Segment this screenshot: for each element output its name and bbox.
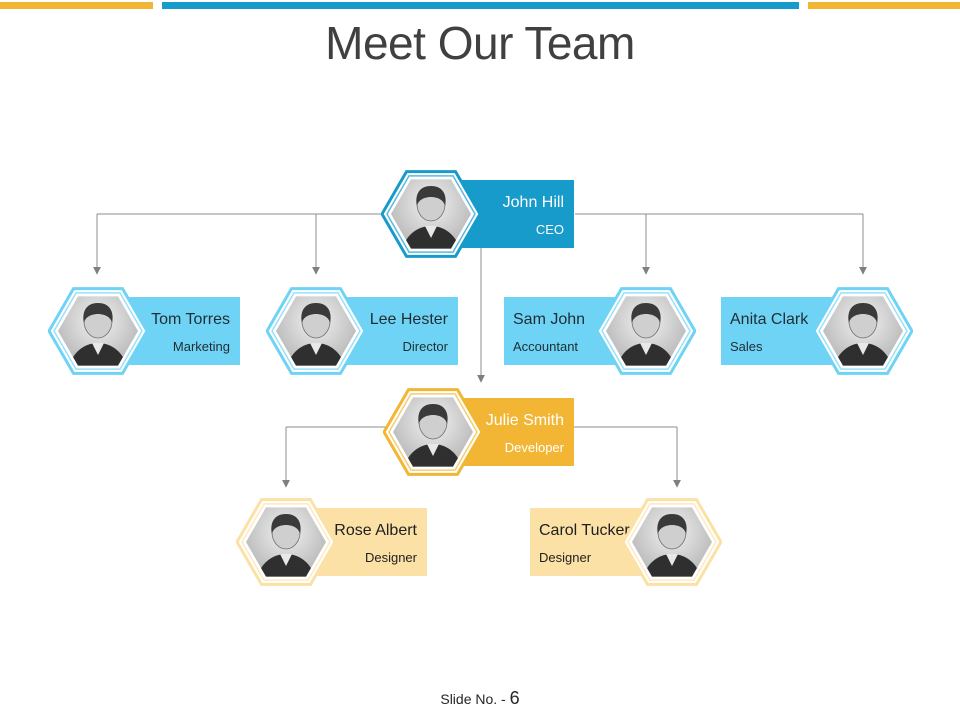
top-accent-bar-right bbox=[808, 2, 960, 9]
top-accent-bar-left bbox=[0, 2, 153, 9]
member-role: CEO bbox=[535, 222, 564, 237]
member-name: Anita Clark bbox=[730, 311, 809, 328]
member-name: Rose Albert bbox=[334, 522, 417, 539]
member-name: Julie Smith bbox=[485, 412, 564, 429]
slide-number: 6 bbox=[509, 688, 520, 708]
person-photo-icon bbox=[813, 281, 913, 381]
slide-number-label: Slide No. - bbox=[440, 691, 506, 707]
member-name: Sam John bbox=[513, 311, 586, 328]
person-photo-icon bbox=[622, 492, 722, 592]
member-role: Accountant bbox=[513, 339, 579, 354]
slide-title: Meet Our Team bbox=[325, 17, 635, 69]
member-name: Carol Tucker bbox=[539, 522, 630, 539]
person-photo-icon bbox=[266, 281, 366, 381]
member-role: Director bbox=[402, 339, 448, 354]
slide-footer: Slide No. - 6 bbox=[0, 688, 960, 709]
member-name: Lee Hester bbox=[369, 311, 448, 328]
person-photo-icon bbox=[383, 382, 483, 482]
member-role: Marketing bbox=[172, 339, 230, 354]
top-accent-bar-center bbox=[162, 2, 799, 9]
person-photo-icon bbox=[381, 164, 481, 264]
member-name: Tom Torres bbox=[151, 311, 230, 328]
member-role: Sales bbox=[730, 339, 763, 354]
member-role: Designer bbox=[539, 550, 592, 565]
member-role: Developer bbox=[504, 440, 564, 455]
person-photo-icon bbox=[236, 492, 336, 592]
member-role: Designer bbox=[364, 550, 417, 565]
person-photo-icon bbox=[596, 281, 696, 381]
member-name: John Hill bbox=[502, 194, 564, 211]
person-photo-icon bbox=[48, 281, 148, 381]
